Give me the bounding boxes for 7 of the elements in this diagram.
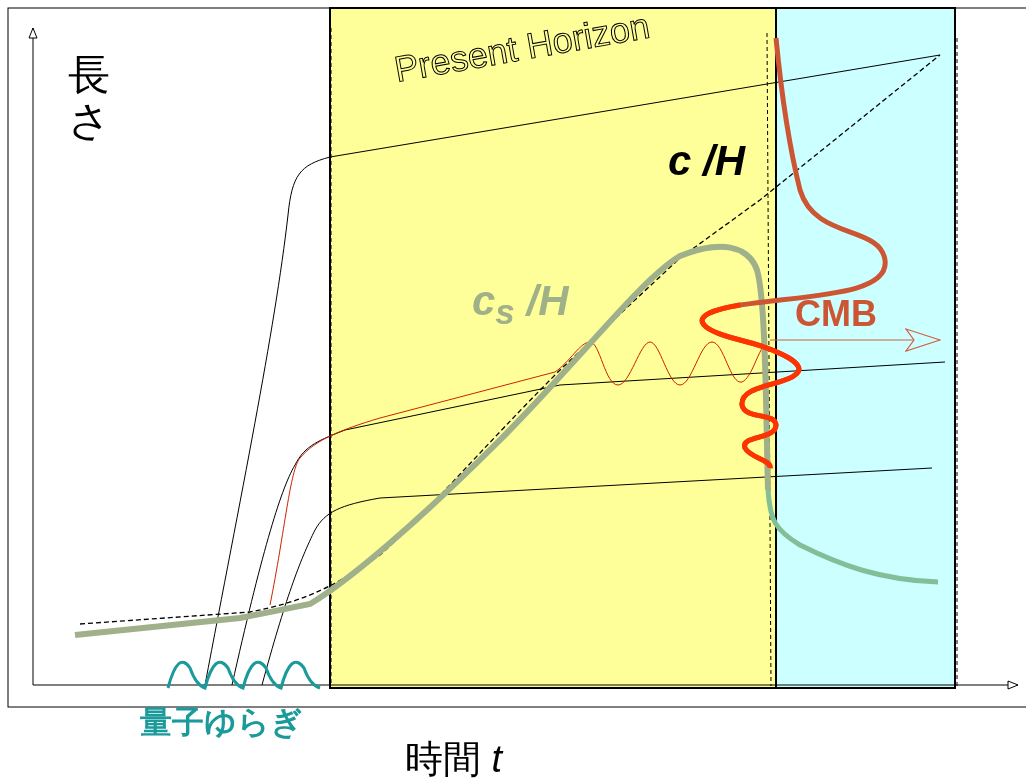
curve-label: CMB — [795, 296, 877, 332]
wave-label: 量子ゆらぎ — [140, 706, 303, 738]
curve-label: Present Horizon — [391, 7, 653, 88]
axis-label: 時間 t — [405, 740, 503, 778]
curve-label: c$_{s}$ /H — [472, 280, 569, 330]
curve-label: c /H — [668, 140, 746, 182]
axis-label: 長さ — [68, 52, 112, 145]
